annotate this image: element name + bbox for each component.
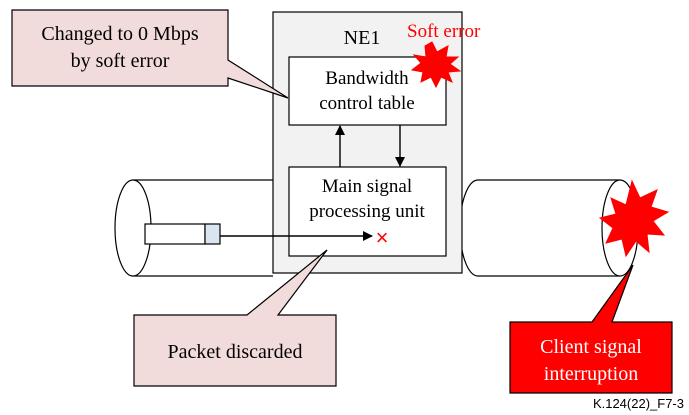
- callout-client-line2: interruption: [544, 363, 638, 385]
- callout-changed-line1: Changed to 0 Mbps: [41, 23, 198, 45]
- callout-changed: [11, 9, 289, 99]
- bandwidth-label-line2: control table: [319, 93, 415, 114]
- main-signal-label-line1: Main signal: [322, 176, 412, 197]
- discard-mark: ×: [376, 225, 389, 250]
- soft-error-burst: [410, 41, 462, 89]
- client-interruption-burst: [598, 179, 670, 258]
- callout-discarded: [133, 249, 337, 387]
- callout-changed-line2: by soft error: [71, 50, 170, 72]
- bandwidth-label-line1: Bandwidth: [325, 68, 409, 89]
- right-cable: [459, 179, 639, 277]
- packet: [144, 223, 221, 245]
- callout-client: [509, 264, 673, 394]
- callout-discarded-label: Packet discarded: [168, 341, 303, 363]
- main-signal-label-line2: processing unit: [309, 201, 425, 222]
- soft-error-label: Soft error: [407, 21, 481, 42]
- figure-id: K.124(22)_F7-3: [593, 396, 684, 411]
- callout-client-line1: Client signal: [540, 336, 642, 358]
- main-signal-processing-unit: [288, 166, 447, 257]
- packet-tail: [204, 223, 221, 245]
- ne1-label: NE1: [344, 27, 381, 49]
